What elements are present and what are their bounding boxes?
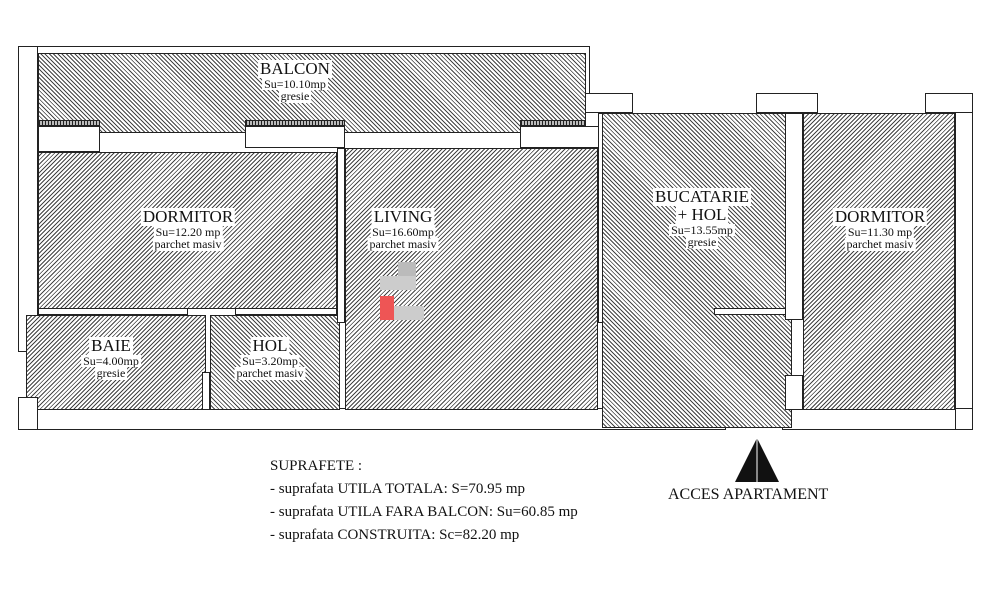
room-name: DORMITOR	[140, 207, 236, 226]
summary-line: - suprafata CONSTRUITA: Sc=82.20 mp	[270, 527, 520, 543]
summary-line: - suprafata UTILA FARA BALCON: Su=60.85 …	[270, 504, 578, 520]
summary-line: - suprafata UTILA TOTALA: S=70.95 mp	[270, 481, 525, 497]
wall-partition	[337, 148, 345, 323]
surface-summary: SUPRAFETE : - suprafata UTILA TOTALA: S=…	[270, 455, 578, 547]
watermark-logo	[380, 262, 426, 328]
label-balcon: BALCON Su=10.10mp gresie	[258, 59, 332, 104]
room-dormitor-2	[803, 113, 955, 410]
room-name: BAIE	[89, 336, 133, 355]
room-name: BALCON	[258, 59, 332, 78]
wall-block	[245, 126, 345, 148]
label-hol: HOL Su=3.20mp parchet masiv	[234, 336, 306, 381]
label-dormitor-1: DORMITOR Su=12.20 mp parchet masiv	[140, 207, 236, 252]
room-bucatarie	[602, 113, 792, 428]
wall-block	[756, 93, 818, 113]
outer-wall-right	[955, 93, 973, 430]
wall-partition	[714, 308, 786, 315]
room-area: Su=3.20mp	[240, 353, 300, 368]
room-area: Su=10.10mp	[262, 76, 328, 91]
room-floor: parchet masiv	[367, 237, 439, 252]
room-area: Su=11.30 mp	[845, 224, 915, 239]
label-baie: BAIE Su=4.00mp gresie	[81, 336, 141, 381]
outer-wall-left	[18, 46, 38, 352]
room-floor: gresie	[685, 235, 719, 250]
outer-wall-bottom-right	[782, 408, 973, 430]
room-area: Su=16.60mp	[370, 224, 436, 239]
room-floor: parchet masiv	[152, 237, 224, 252]
room-floor: gresie	[278, 89, 312, 104]
wall-block	[585, 93, 633, 113]
room-name: LIVING	[371, 207, 435, 226]
room-name: DORMITOR	[832, 207, 928, 226]
room-name: BUCATARIE	[652, 187, 752, 206]
wall-block	[520, 126, 602, 148]
room-floor: gresie	[94, 366, 128, 381]
room-area: Su=13.55mp	[669, 222, 735, 237]
room-floor: parchet masiv	[234, 366, 306, 381]
label-dormitor-2: DORMITOR Su=11.30 mp parchet masiv	[832, 207, 928, 252]
room-name-2: + HOL	[675, 204, 729, 224]
wall-partition	[785, 113, 803, 320]
wall-block	[38, 126, 100, 152]
wall-partition	[202, 372, 210, 410]
window-sill	[520, 120, 586, 126]
room-area: Su=4.00mp	[81, 353, 141, 368]
window-sill	[38, 120, 100, 126]
summary-title: SUPRAFETE :	[270, 458, 363, 474]
entrance-arrow-icon	[735, 438, 779, 482]
room-floor: parchet masiv	[844, 237, 916, 252]
entrance-label: ACCES APARTAMENT	[668, 486, 829, 503]
room-name: HOL	[250, 336, 290, 355]
label-living: LIVING Su=16.60mp parchet masiv	[367, 207, 439, 252]
wall-partition	[235, 308, 337, 315]
wall-partition	[18, 397, 38, 430]
label-bucatarie: BUCATARIE + HOL Su=13.55mp gresie	[652, 187, 752, 250]
wall-partition	[598, 113, 603, 323]
wall-block	[925, 93, 973, 113]
wall-partition	[38, 308, 188, 315]
window-sill	[245, 120, 345, 126]
wall-partition	[785, 375, 803, 410]
room-area: Su=12.20 mp	[153, 224, 223, 239]
